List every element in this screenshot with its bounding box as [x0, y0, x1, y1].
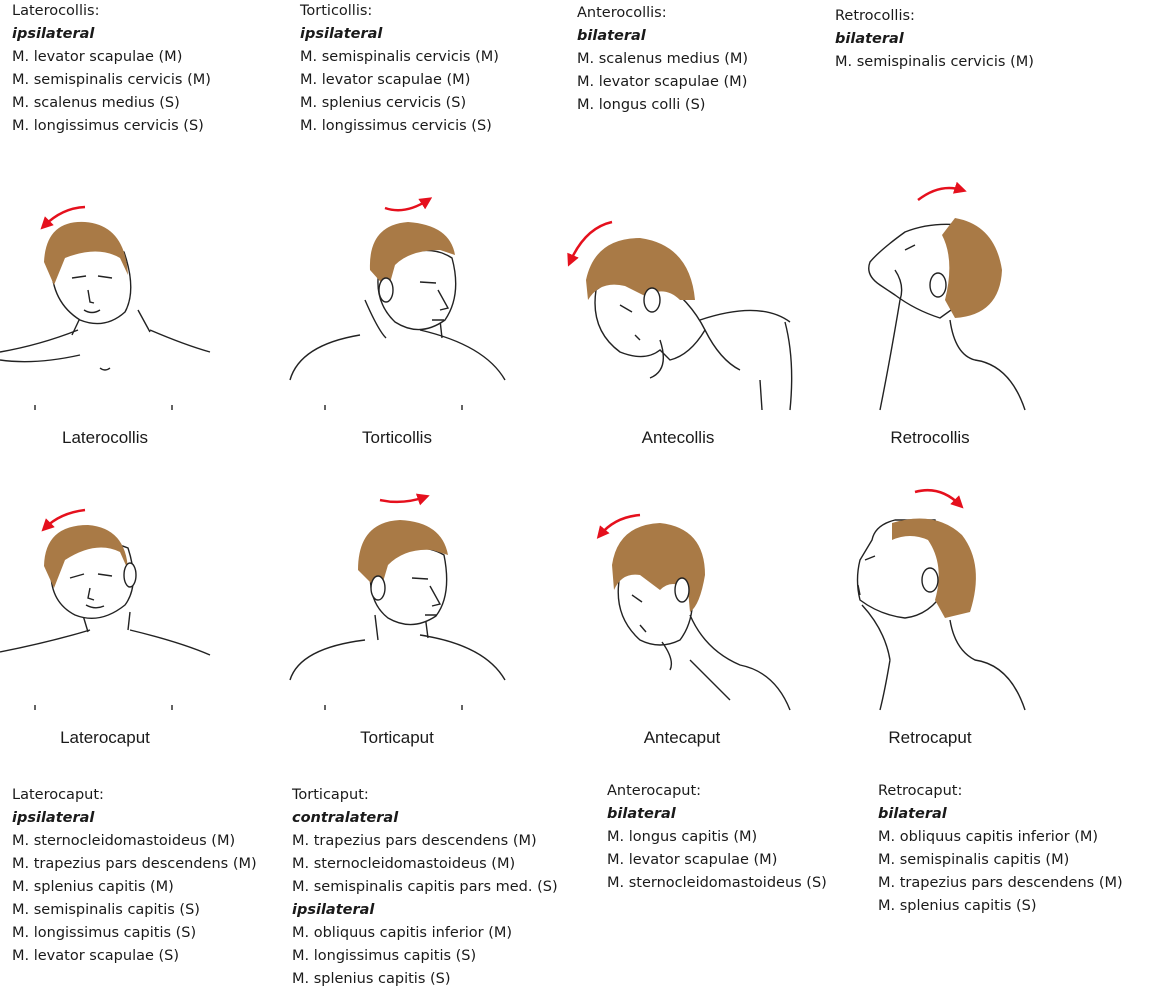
muscle-item: M. obliquus capitis inferior (M): [878, 826, 1123, 849]
side-label: contralateral: [292, 807, 558, 830]
muscle-item: M. trapezius pars descendens (M): [878, 872, 1123, 895]
figure-antecaput: [600, 515, 790, 710]
muscle-item: M. splenius capitis (S): [878, 895, 1123, 918]
side-label: ipsilateral: [12, 807, 257, 830]
block-heading: Retrocaput:: [878, 780, 1123, 803]
muscle-item: M. obliquus capitis inferior (M): [292, 922, 558, 945]
muscle-item: M. trapezius pars descendens (M): [12, 853, 257, 876]
muscle-item: M. longissimus capitis (S): [292, 945, 558, 968]
muscle-item: M. sternocleidomastoideus (M): [12, 830, 257, 853]
rotation-arrow-icon: [915, 490, 960, 505]
caption-antecaput: Antecaput: [582, 728, 782, 748]
figure-torticollis: [290, 200, 505, 410]
block-anterocaput: Anterocaput: bilateral M. longus capitis…: [607, 780, 827, 895]
caption-retrocollis: Retrocollis: [830, 428, 1030, 448]
muscle-item: M. longissimus capitis (S): [12, 922, 257, 945]
side-label: ipsilateral: [292, 899, 558, 922]
block-laterocaput: Laterocaput: ipsilateral M. sternocleido…: [12, 784, 257, 968]
side-label: bilateral: [878, 803, 1123, 826]
block-torticaput: Torticaput: contralateral M. trapezius p…: [292, 784, 558, 991]
rotation-arrow-icon: [45, 510, 85, 528]
muscle-item: M. trapezius pars descendens (M): [292, 830, 558, 853]
muscle-item: M. longus capitis (M): [607, 826, 827, 849]
side-label: bilateral: [607, 803, 827, 826]
muscle-item: M. semispinalis capitis (M): [878, 849, 1123, 872]
rotation-arrow-icon: [918, 188, 962, 200]
muscle-item: M. splenius capitis (M): [12, 876, 257, 899]
muscle-item: M. sternocleidomastoideus (M): [292, 853, 558, 876]
figure-laterocaput: [0, 510, 210, 710]
figure-retrocollis: [869, 188, 1025, 410]
muscle-item: M. splenius capitis (S): [292, 968, 558, 991]
caption-antecollis: Antecollis: [578, 428, 778, 448]
caption-torticollis: Torticollis: [297, 428, 497, 448]
caption-retrocaput: Retrocaput: [830, 728, 1030, 748]
block-retrocaput: Retrocaput: bilateral M. obliquus capiti…: [878, 780, 1123, 918]
caption-torticaput: Torticaput: [297, 728, 497, 748]
caption-laterocollis: Laterocollis: [5, 428, 205, 448]
muscle-item: M. levator scapulae (S): [12, 945, 257, 968]
figure-antecollis: [570, 222, 792, 410]
caption-laterocaput: Laterocaput: [5, 728, 205, 748]
rotation-arrow-icon: [380, 497, 425, 502]
block-heading: Laterocaput:: [12, 784, 257, 807]
figure-torticaput: [290, 497, 505, 710]
block-heading: Torticaput:: [292, 784, 558, 807]
block-heading: Anterocaput:: [607, 780, 827, 803]
muscle-item: M. sternocleidomastoideus (S): [607, 872, 827, 895]
rotation-arrow-icon: [385, 200, 428, 210]
muscle-item: M. semispinalis capitis (S): [12, 899, 257, 922]
figure-laterocollis: [0, 207, 210, 410]
muscle-item: M. semispinalis capitis pars med. (S): [292, 876, 558, 899]
muscle-item: M. levator scapulae (M): [607, 849, 827, 872]
figure-retrocaput: [858, 490, 1026, 710]
